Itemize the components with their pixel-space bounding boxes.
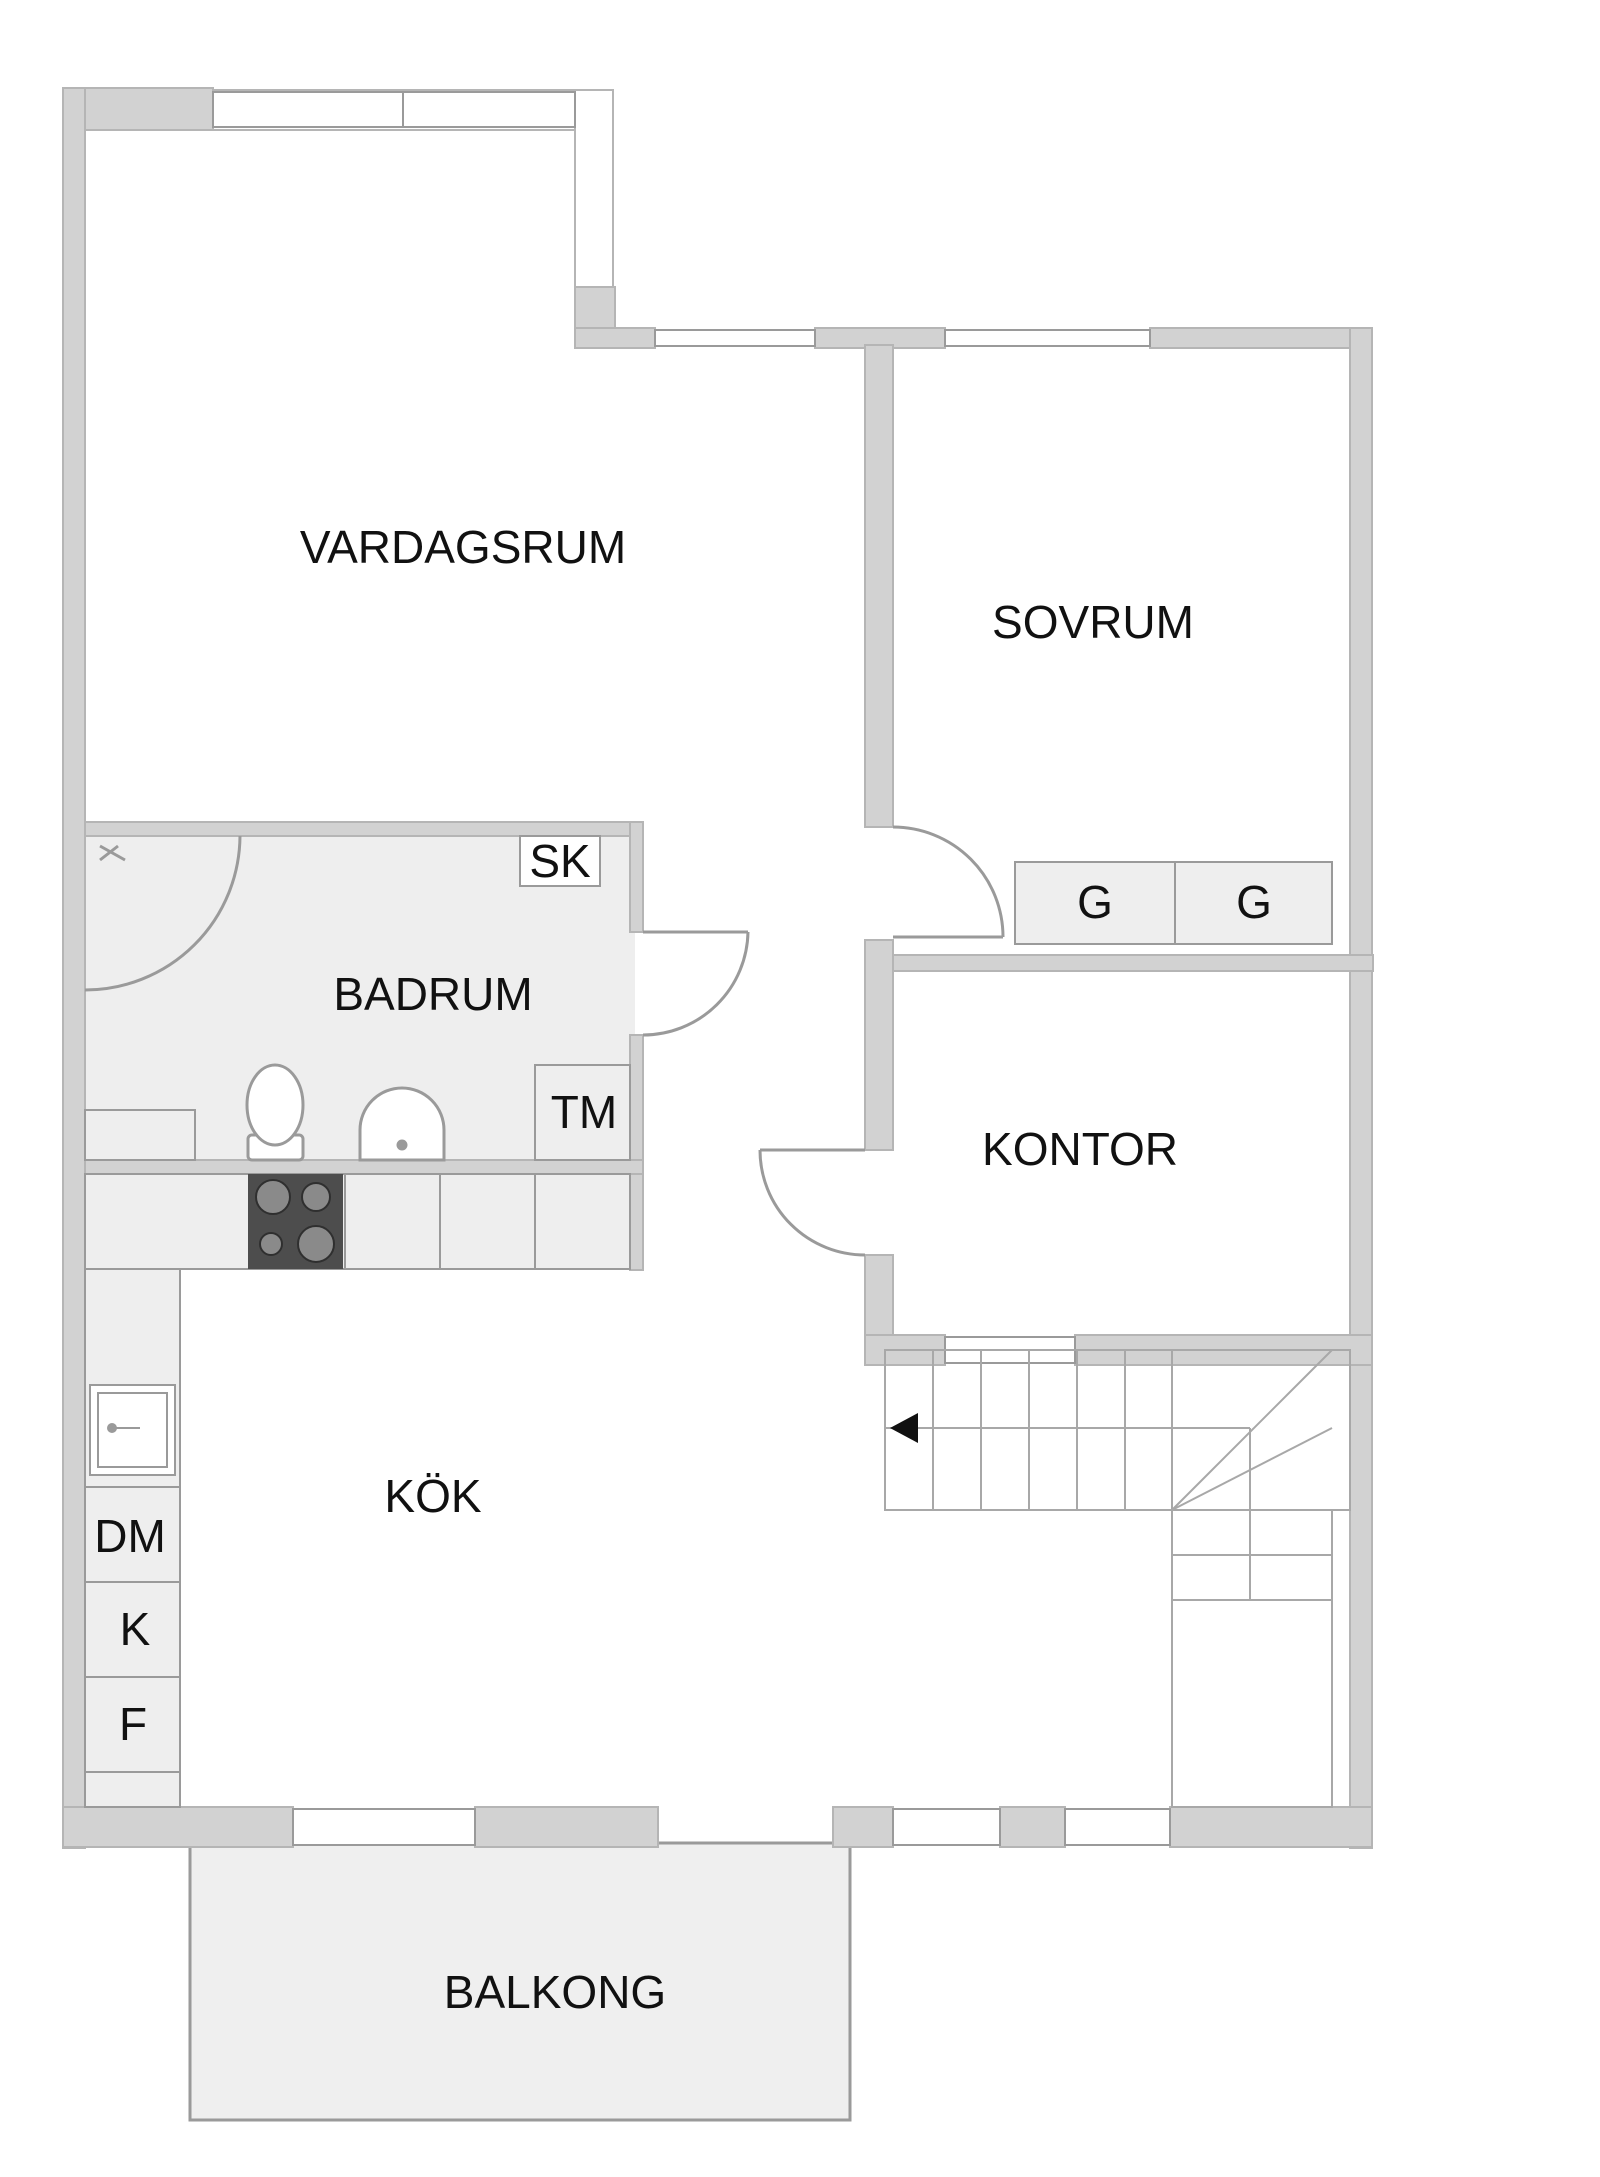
windows (212, 91, 1171, 1846)
dm-label: DM (94, 1510, 166, 1562)
room-label-bathroom: BADRUM (333, 968, 532, 1020)
wardrobe-label-2: G (1236, 876, 1272, 928)
bath-counter (84, 1109, 196, 1161)
room-label-kitchen: KÖK (384, 1470, 481, 1522)
doors (642, 825, 1005, 1257)
k-label: K (120, 1603, 151, 1655)
room-label-office: KONTOR (982, 1123, 1178, 1175)
sk-label: SK (529, 835, 591, 887)
arrow-left-icon (890, 1413, 918, 1443)
room-label-balcony: BALKONG (444, 1966, 666, 2018)
sink-icon (89, 1384, 176, 1476)
kitchen-appliances (84, 1486, 181, 1773)
tm-machine (534, 1064, 631, 1161)
tm-label: TM (551, 1086, 617, 1138)
sk-cabinet (519, 835, 601, 887)
shower-icon (84, 835, 242, 992)
stairs-icon (884, 1349, 1351, 1808)
wardrobes (1014, 861, 1333, 945)
room-label-living-room: VARDAGSRUM (300, 521, 626, 573)
stove-icon (248, 1174, 343, 1269)
balcony-floor (188, 1841, 852, 2122)
bath-sink-icon (358, 1086, 446, 1162)
toilet-icon (245, 1063, 305, 1162)
room-label-bedroom: SOVRUM (992, 596, 1194, 648)
wardrobe-label-1: G (1077, 876, 1113, 928)
f-label: F (119, 1698, 147, 1750)
